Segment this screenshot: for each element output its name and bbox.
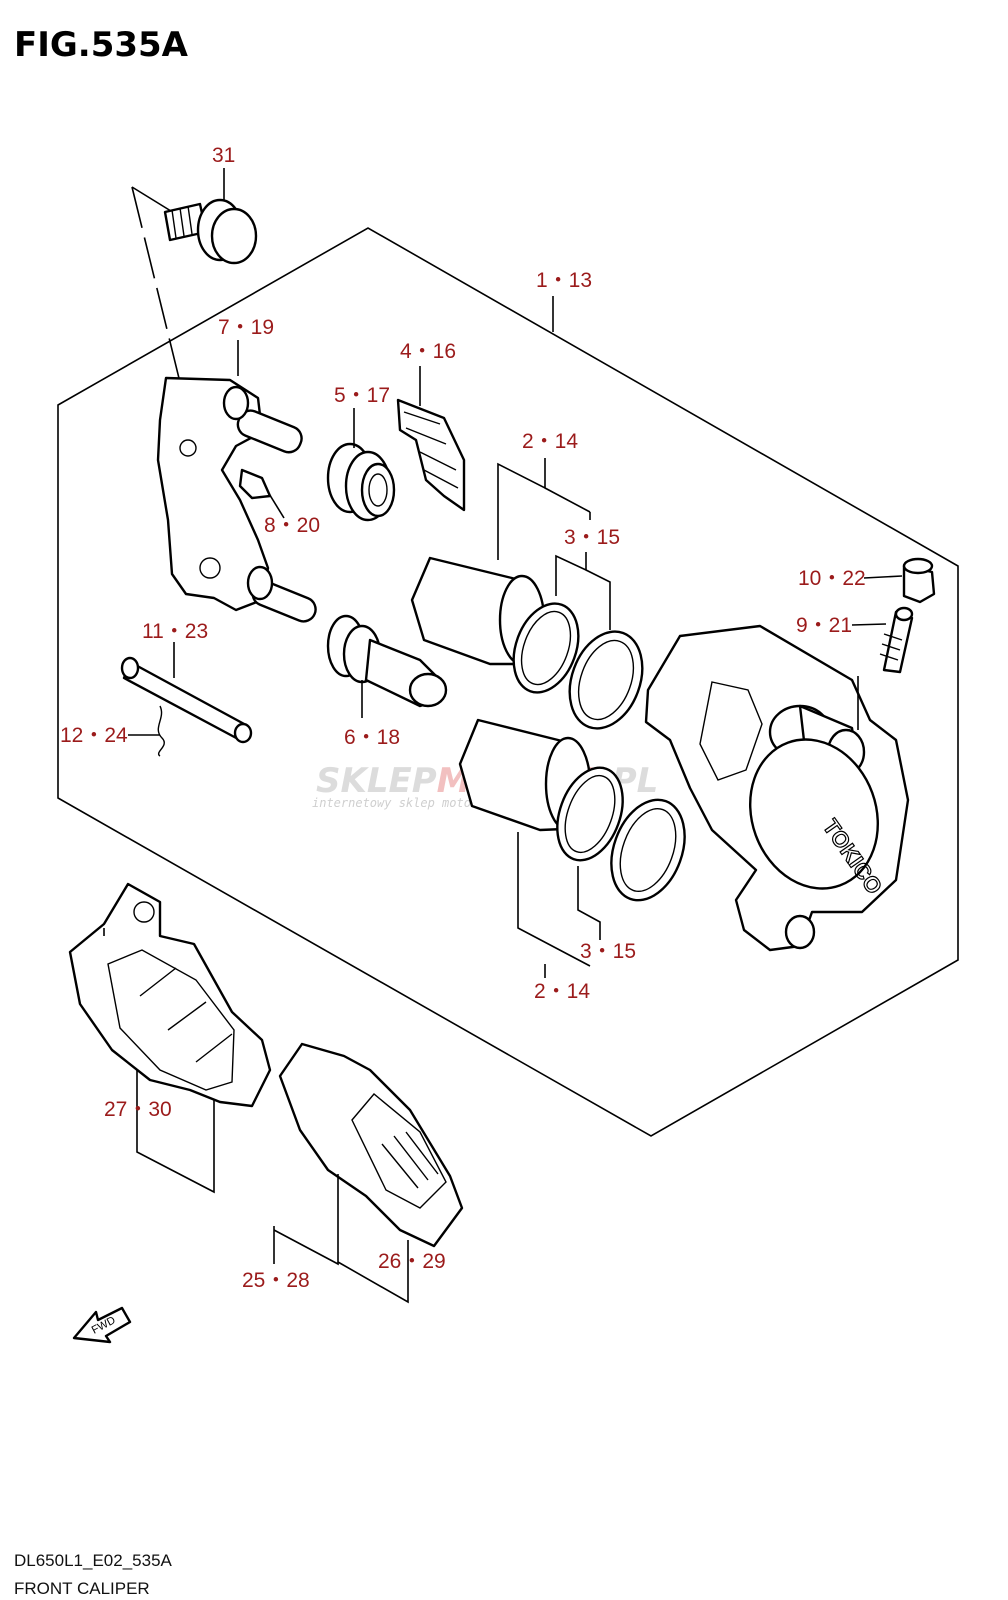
callout-3-15-lower: 3・15 <box>580 940 636 963</box>
figure-caption: FRONT CALIPER <box>14 1579 150 1598</box>
callout-4-16: 4・16 <box>400 340 456 363</box>
callout-31: 31 <box>212 144 235 167</box>
callout-7-19: 7・19 <box>218 316 274 339</box>
caliper-body: TOKICO <box>644 624 910 952</box>
callout-2-14-upper: 2・14 <box>522 430 578 453</box>
dust-seal-lower <box>610 798 686 902</box>
pad-spring-4-16 <box>396 398 466 512</box>
bleeder-cap <box>902 557 936 604</box>
pad-spring-clip <box>238 468 285 519</box>
callout-25-28: 25・28 <box>242 1269 310 1292</box>
caliper-bracket <box>156 376 317 623</box>
slide-pin-boot <box>326 614 448 708</box>
assembly-outline <box>57 227 959 1137</box>
callout-2-14-lower: 2・14 <box>534 980 590 1003</box>
figure-title: FIG.535A <box>14 25 189 65</box>
bleeder-screw <box>879 606 914 674</box>
callout-27-30: 27・30 <box>104 1098 172 1121</box>
callout-1-13: 1・13 <box>536 269 592 292</box>
bolt-31 <box>163 198 258 265</box>
piston-seal-lower <box>556 766 624 862</box>
boot-5-17 <box>326 442 396 522</box>
leader-lines <box>103 296 903 1304</box>
callout-8-20: 8・20 <box>264 514 320 537</box>
callout-6-18: 6・18 <box>344 726 400 749</box>
callout-12-24: 12・24 <box>60 724 128 747</box>
guide-pin <box>120 656 253 744</box>
piston-seal-upper <box>512 602 580 694</box>
callout-10-22: 10・22 <box>798 567 866 590</box>
forward-arrow-icon: FWD <box>72 1306 132 1344</box>
callout-5-17: 5・17 <box>334 384 390 407</box>
callout-11-23: 11・23 <box>142 620 208 643</box>
brake-pad-26-29 <box>278 1042 464 1248</box>
callout-3-15-upper: 3・15 <box>564 526 620 549</box>
model-code: DL650L1_E02_535A <box>14 1551 173 1570</box>
watermark-part-1: SKLEP <box>316 761 437 801</box>
callout-9-21: 9・21 <box>796 614 852 637</box>
pin-clip <box>157 705 165 757</box>
callout-labels: 31 1・13 7・19 4・16 5・17 2・14 8・20 3・15 10… <box>60 144 866 1292</box>
dust-seal-upper <box>568 630 644 730</box>
callout-26-29: 26・29 <box>378 1250 446 1273</box>
brake-pad-27-30 <box>68 882 272 1108</box>
